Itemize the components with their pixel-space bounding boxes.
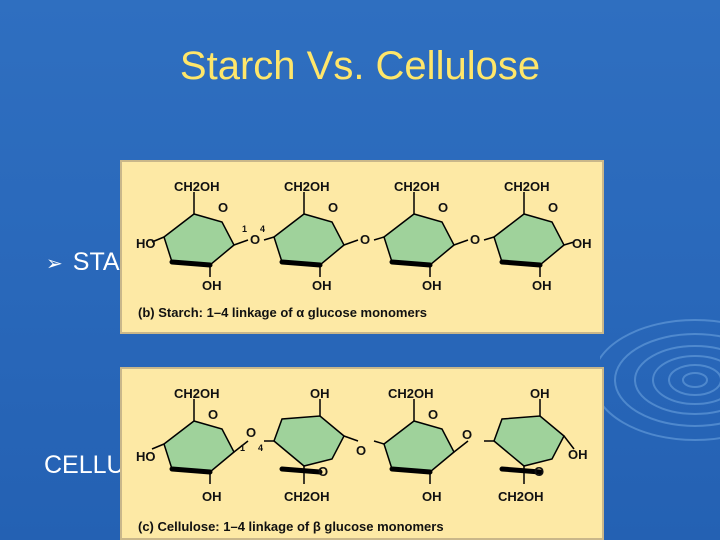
- starch-ring-oxygen-3: O: [438, 200, 448, 215]
- bullet-starch: ➢ STA: [46, 248, 120, 277]
- cellulose-top-group-1: CH2OH: [174, 386, 220, 401]
- starch-link-oxygen-2: O: [360, 232, 370, 247]
- cellulose-link-oxygen-3: O: [462, 427, 472, 442]
- starch-bottom-group-3: OH: [422, 278, 442, 293]
- cellulose-ring-oxygen-4: O: [534, 464, 544, 479]
- starch-caption: (b) Starch: 1–4 linkage of α glucose mon…: [138, 305, 428, 320]
- bullet-cellulose-text: CELLU: [44, 451, 125, 479]
- cellulose-bottom-group-4: CH2OH: [498, 489, 544, 504]
- starch-ring-oxygen-2: O: [328, 200, 338, 215]
- starch-link-oxygen-3: O: [470, 232, 480, 247]
- cellulose-ring-oxygen-3: O: [428, 407, 438, 422]
- starch-ring-oxygen-4: O: [548, 200, 558, 215]
- cellulose-left-group: HO: [136, 449, 156, 464]
- cellulose-top-group-4: OH: [530, 386, 550, 401]
- starch-carbon-number-4: 4: [260, 224, 265, 234]
- cellulose-top-group-2: OH: [310, 386, 330, 401]
- starch-left-group: HO: [136, 236, 156, 251]
- cellulose-structure-panel: CH2OH OH CH2OH OH O O O O HO O O O OH OH…: [120, 367, 604, 540]
- starch-top-group-2: CH2OH: [284, 179, 330, 194]
- bullet-starch-text: STA: [72, 248, 120, 276]
- cellulose-carbon-number-1: 1: [240, 443, 245, 453]
- water-ripple-decoration: [600, 319, 720, 441]
- cellulose-bottom-group-3: OH: [422, 489, 442, 504]
- starch-top-group-3: CH2OH: [394, 179, 440, 194]
- cellulose-bottom-group-2: CH2OH: [284, 489, 330, 504]
- cellulose-caption: (c) Cellulose: 1–4 linkage of β glucose …: [138, 519, 444, 534]
- starch-bottom-group-4: OH: [532, 278, 552, 293]
- cellulose-carbon-number-4: 4: [258, 443, 263, 453]
- cellulose-ring-oxygen-2: O: [318, 464, 328, 479]
- cellulose-link-oxygen-1: O: [246, 425, 256, 440]
- cellulose-right-group: OH: [568, 447, 588, 462]
- starch-bottom-group-1: OH: [202, 278, 222, 293]
- starch-ring-oxygen-1: O: [218, 200, 228, 215]
- starch-top-group-1: CH2OH: [174, 179, 220, 194]
- cellulose-structure-diagram: CH2OH OH CH2OH OH O O O O HO O O O OH OH…: [136, 386, 588, 504]
- starch-right-group: OH: [572, 236, 592, 251]
- starch-link-oxygen-1: O: [250, 232, 260, 247]
- starch-carbon-number-1: 1: [242, 224, 247, 234]
- starch-structure-diagram: CH2OH CH2OH CH2OH CH2OH O O O O HO O O O…: [136, 179, 592, 293]
- slide-title: Starch Vs. Cellulose: [179, 44, 541, 88]
- starch-top-group-4: CH2OH: [504, 179, 550, 194]
- bullet-cellulose: CELLU: [44, 451, 125, 480]
- cellulose-link-oxygen-2: O: [356, 443, 366, 458]
- arrow-bullet-icon: ➢: [46, 253, 63, 275]
- cellulose-top-group-3: CH2OH: [388, 386, 434, 401]
- cellulose-ring-oxygen-1: O: [208, 407, 218, 422]
- cellulose-bottom-group-1: OH: [202, 489, 222, 504]
- starch-structure-panel: CH2OH CH2OH CH2OH CH2OH O O O O HO O O O…: [120, 160, 604, 334]
- starch-bottom-group-2: OH: [312, 278, 332, 293]
